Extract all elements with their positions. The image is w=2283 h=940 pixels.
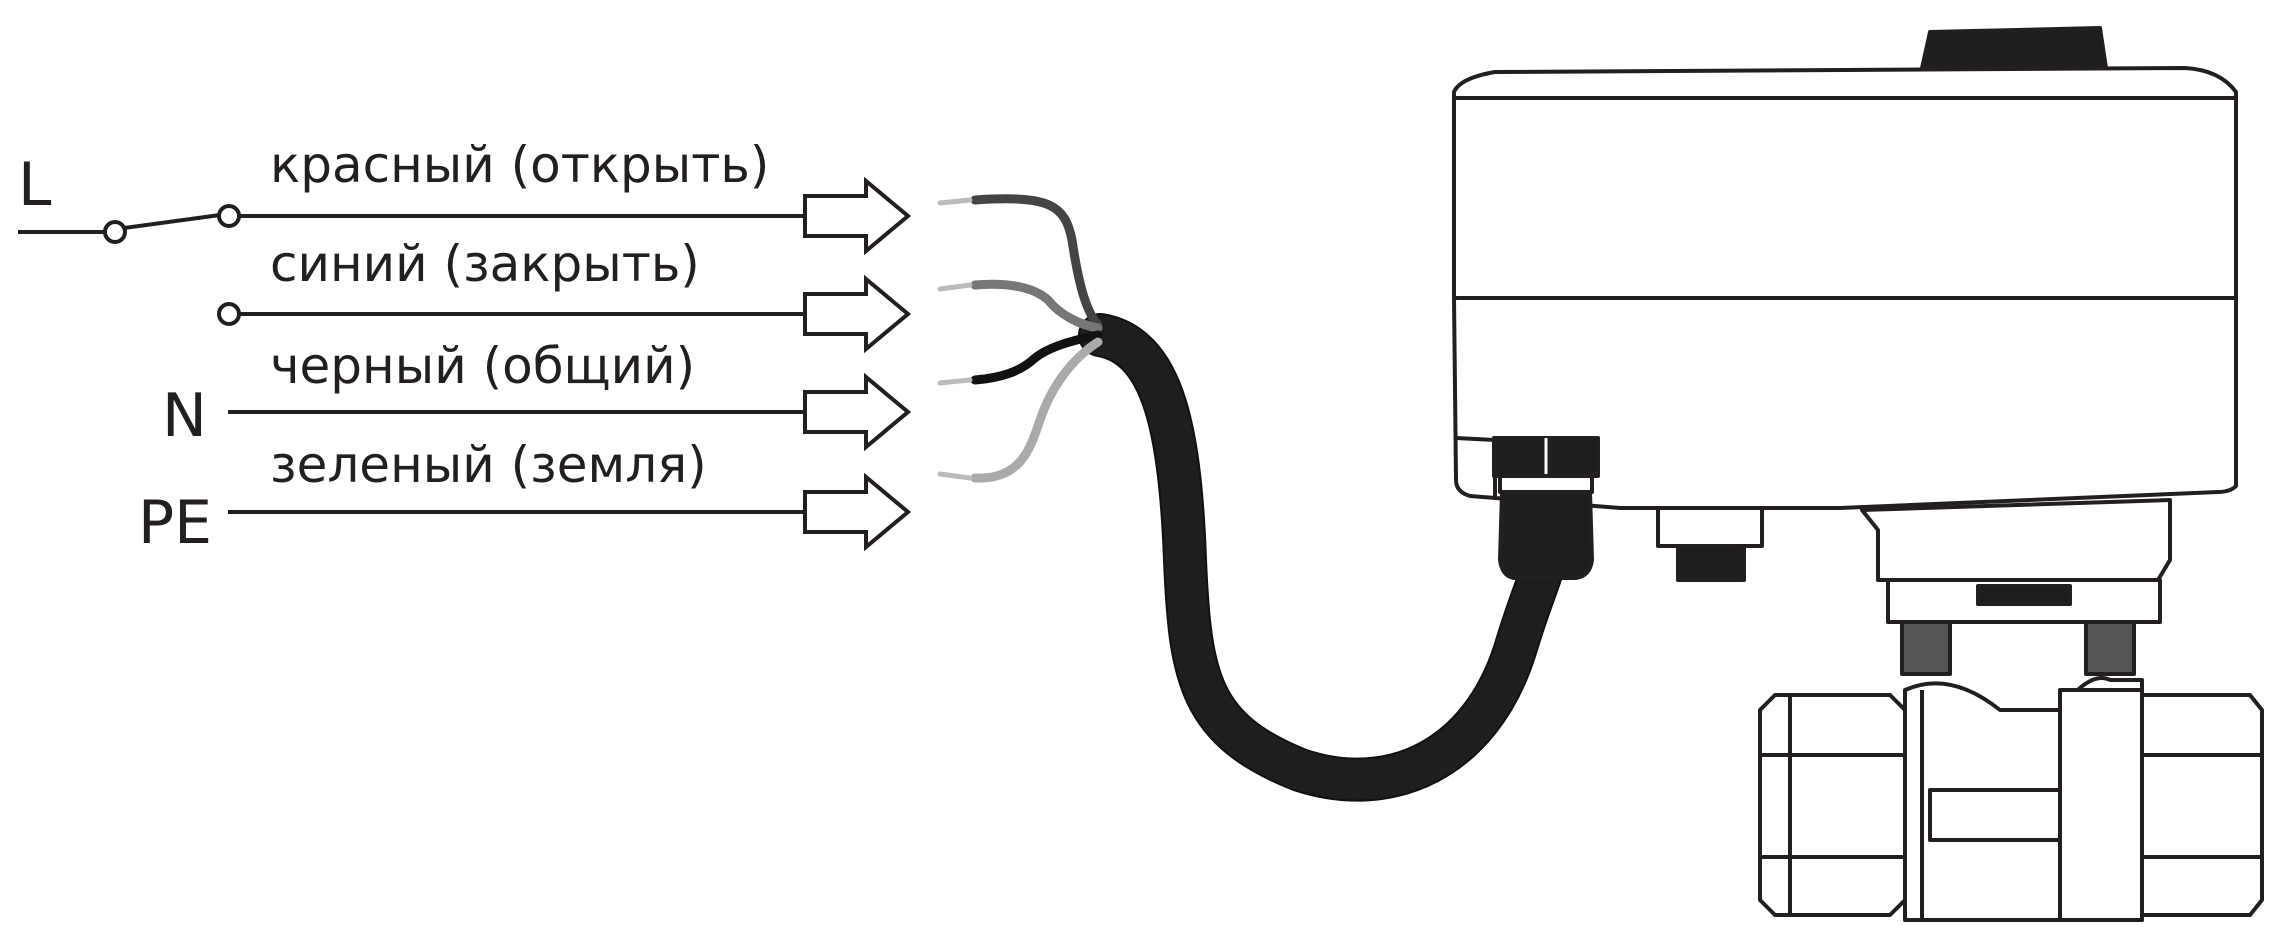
base-tab-dark — [1676, 544, 1746, 582]
actuator-cover — [1452, 66, 2238, 300]
valve-label-plate — [1928, 788, 2062, 842]
arrow-black — [803, 372, 912, 452]
stem-right — [2084, 620, 2136, 676]
arrow-red — [803, 176, 912, 256]
wire-label-green: зеленый (земля) — [270, 436, 707, 494]
terminal-label-n: N — [162, 381, 207, 451]
arrows — [803, 176, 912, 552]
terminal-label-l: L — [18, 150, 52, 220]
mount-bracket — [1860, 498, 2172, 582]
switch-contact-right — [217, 204, 241, 228]
switch-blade — [123, 213, 221, 230]
wire-label-blue: синий (закрыть) — [270, 235, 700, 293]
actuator-base — [1452, 296, 2238, 510]
base-tab — [1656, 506, 1764, 548]
circuit — [18, 204, 805, 514]
arrow-blue — [803, 274, 912, 354]
wire-end-black — [937, 377, 973, 386]
cable-assembly — [937, 194, 1567, 802]
wire-end-blue — [937, 282, 973, 292]
gland-ring — [1498, 474, 1594, 494]
valve-hex-right — [2140, 693, 2264, 917]
terminal-label-pe: PE — [138, 488, 212, 558]
valve-collar — [2058, 688, 2144, 922]
wire-blue — [970, 279, 1103, 333]
actuator — [1452, 26, 2238, 676]
wire-end-red — [937, 197, 973, 206]
gland-body — [1498, 490, 1594, 580]
cable — [1080, 315, 1565, 800]
arrow-green — [803, 472, 912, 552]
wire-red — [970, 194, 1103, 330]
actuator-knob — [1920, 26, 2108, 70]
wire-green — [970, 337, 1103, 483]
terminal-close — [217, 302, 241, 326]
wire-label-black: черный (общий) — [270, 337, 695, 395]
base-detail — [1455, 436, 1496, 442]
ball-valve — [1758, 676, 2264, 922]
valve-hex-left — [1758, 693, 1907, 917]
wire-label-red: красный (открыть) — [270, 136, 769, 194]
wire-end-green — [937, 471, 973, 481]
wire-black — [970, 330, 1103, 385]
mount-plate-slot — [1976, 584, 2072, 606]
switch-contact-left — [103, 220, 127, 244]
stem-left — [1900, 620, 1952, 676]
